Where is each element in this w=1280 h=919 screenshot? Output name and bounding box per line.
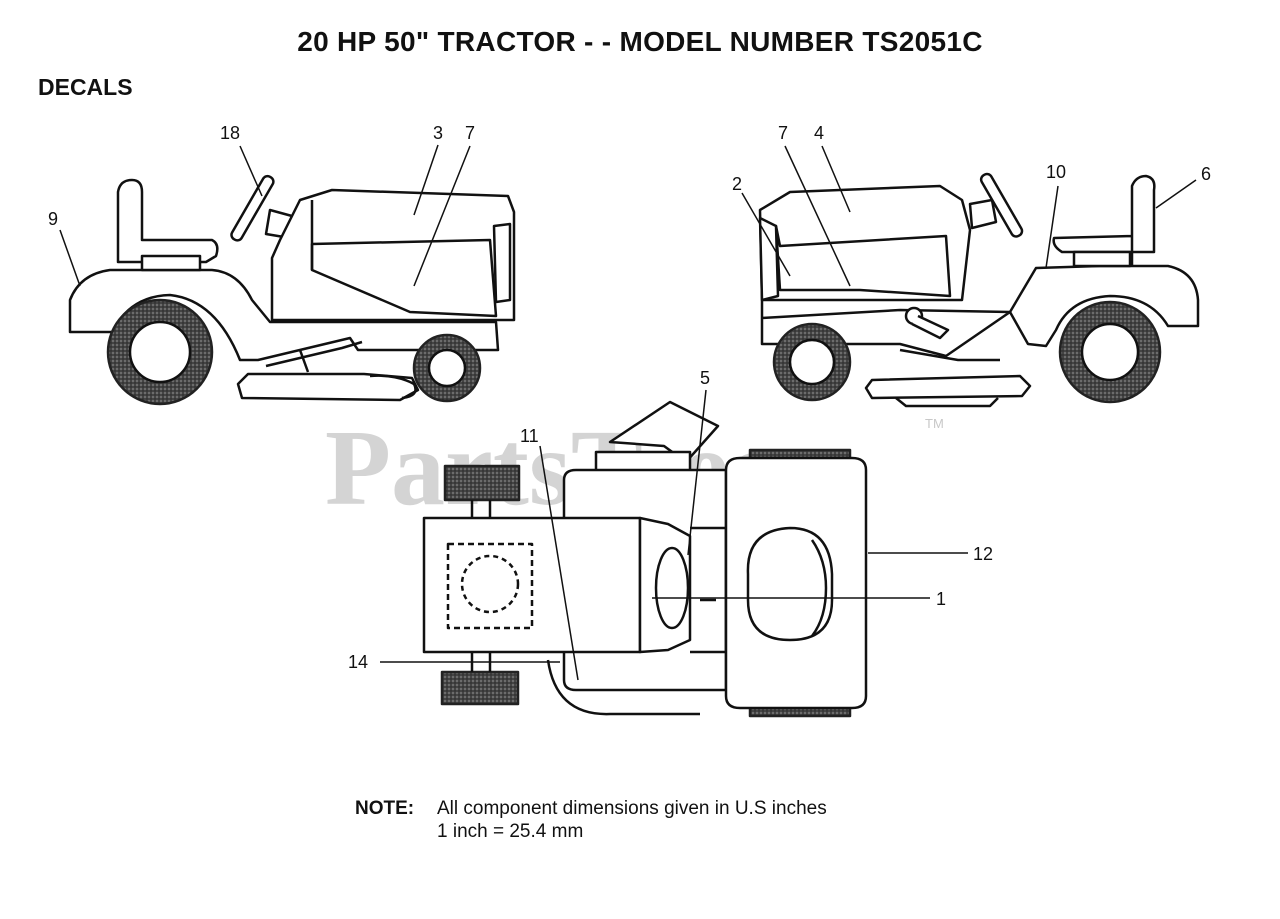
- leader-lines: [59, 144, 1197, 681]
- callout-1: 1: [936, 589, 946, 609]
- tractor-left-view: [68, 174, 516, 406]
- callout-7-left: 7: [465, 123, 475, 143]
- callout-3: 3: [433, 123, 443, 143]
- callout-9: 9: [48, 209, 58, 229]
- callout-10: 10: [1046, 162, 1066, 182]
- callout-11: 11: [520, 426, 539, 446]
- dimensions-note: NOTE: All component dimensions given in U…: [355, 797, 827, 843]
- tractor-right-view: [758, 172, 1200, 408]
- callout-labels: 9 18 3 7 2 7 4 10 6 5 11 12 1 14: [48, 123, 1211, 672]
- callout-18: 18: [220, 123, 240, 143]
- callout-2: 2: [732, 174, 742, 194]
- page-title: 20 HP 50" TRACTOR - - MODEL NUMBER TS205…: [297, 26, 983, 57]
- note-label: NOTE:: [355, 798, 415, 819]
- trademark-mark: TM: [925, 416, 944, 431]
- callout-12: 12: [973, 544, 993, 564]
- note-line-2: 1 inch = 25.4 mm: [437, 821, 584, 842]
- note-line-1: All component dimensions given in U.S in…: [437, 798, 827, 819]
- tractor-top-view: [422, 400, 868, 718]
- callout-5: 5: [700, 368, 710, 388]
- callout-4: 4: [814, 123, 824, 143]
- callout-6: 6: [1201, 164, 1211, 184]
- callout-7-right: 7: [778, 123, 788, 143]
- callout-14: 14: [348, 652, 368, 672]
- section-title: DECALS: [38, 74, 133, 100]
